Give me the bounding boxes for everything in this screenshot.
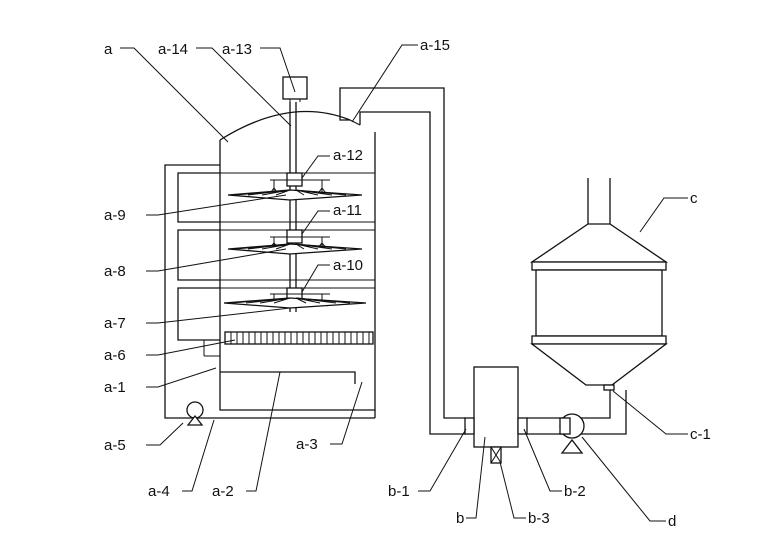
- label-a: a: [104, 41, 113, 58]
- packing-grille: [230, 332, 370, 344]
- label-b-2: b-2: [564, 483, 586, 500]
- tower-a: [164, 76, 376, 426]
- label-a-14: a-14: [158, 41, 188, 58]
- label-b: b: [456, 510, 464, 527]
- labels: a a-14 a-13 a-15 a-12 a-11 a-10 a-9 a-8 …: [104, 37, 711, 530]
- label-a-15: a-15: [420, 37, 450, 54]
- label-a-11: a-11: [333, 202, 362, 219]
- label-c: c: [690, 190, 698, 207]
- leader-lines: [120, 44, 688, 522]
- box-b-body: [473, 366, 519, 448]
- label-a-5: a-5: [104, 437, 126, 454]
- label-a-6: a-6: [104, 347, 126, 364]
- label-a-7: a-7: [104, 315, 126, 332]
- label-a-1: a-1: [104, 379, 126, 396]
- label-a-9: a-9: [104, 207, 126, 224]
- label-b-1: b-1: [388, 483, 410, 500]
- box-b: [464, 366, 528, 464]
- label-b-3: b-3: [528, 510, 550, 527]
- duct-a15: [339, 87, 466, 435]
- label-a-13: a-13: [222, 41, 252, 58]
- label-a-12: a-12: [333, 147, 363, 164]
- motor-box: [282, 76, 308, 100]
- flange-b2: [517, 417, 528, 435]
- label-a-2: a-2: [212, 483, 234, 500]
- vessel-c: [529, 178, 669, 391]
- label-c-1: c-1: [690, 426, 711, 443]
- label-a-8: a-8: [104, 263, 126, 280]
- label-a-3: a-3: [296, 436, 318, 453]
- label-a-4: a-4: [148, 483, 170, 500]
- pipe-b-to-c: [527, 390, 627, 454]
- label-d: d: [668, 513, 676, 530]
- label-a-10: a-10: [333, 257, 363, 274]
- flange-b1: [464, 417, 475, 435]
